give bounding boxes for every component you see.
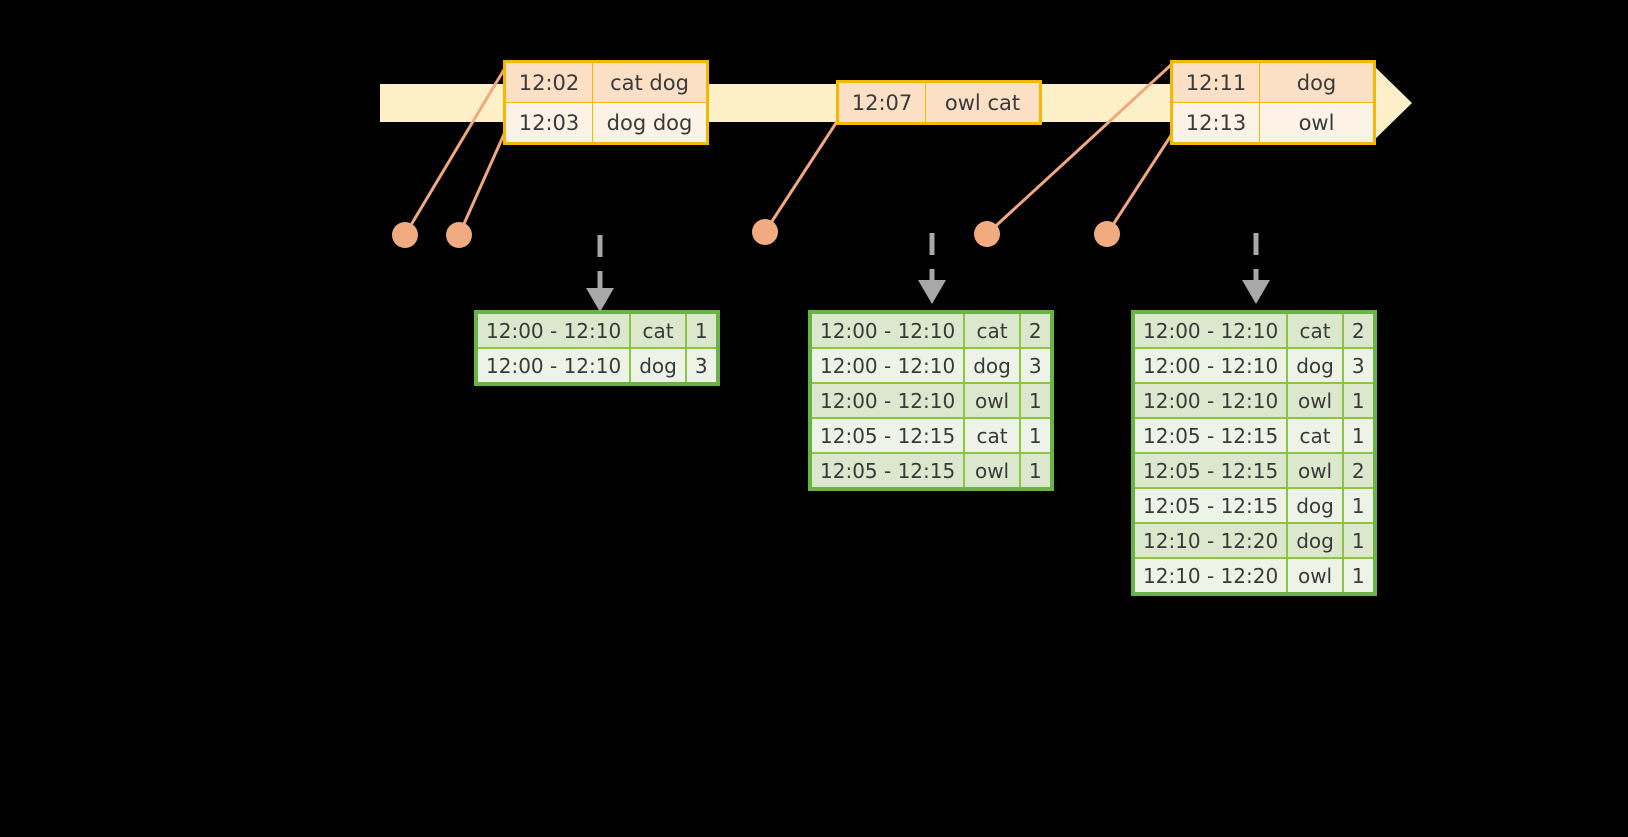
event-dot-1202: [392, 222, 418, 248]
result-window: 12:00 - 12:10: [1131, 311, 1289, 349]
event-time: 12:11: [1171, 61, 1260, 103]
event-dot-1207: [752, 219, 778, 245]
result-count: 1: [1341, 557, 1376, 595]
event-words: dog: [1259, 61, 1375, 103]
result-window: 12:05 - 12:15: [808, 452, 966, 490]
result-window: 12:05 - 12:15: [1131, 487, 1289, 524]
result-key: owl: [1286, 452, 1344, 489]
dashed-arrow-3: [1242, 233, 1270, 304]
result-count: 1: [1018, 417, 1053, 454]
result-count: 3: [684, 347, 719, 385]
event-row: 12:03 dog dog: [504, 102, 708, 144]
event-time: 12:03: [504, 102, 593, 144]
result-count: 1: [1018, 452, 1053, 490]
result-window: 12:00 - 12:10: [1131, 382, 1289, 419]
result-key: cat: [1286, 417, 1344, 454]
result-window: 12:05 - 12:15: [1131, 452, 1289, 489]
event-dot-1211: [974, 221, 1000, 247]
result-key: cat: [963, 311, 1021, 349]
result-count: 2: [1018, 311, 1053, 349]
event-words: owl cat: [925, 81, 1041, 124]
result-window: 12:00 - 12:10: [808, 382, 966, 419]
result-key: dog: [1286, 522, 1344, 559]
result-count: 1: [1341, 382, 1376, 419]
result-key: cat: [1286, 311, 1344, 349]
result-window: 12:00 - 12:10: [808, 347, 966, 384]
result-key: dog: [1286, 487, 1344, 524]
result-count: 3: [1341, 347, 1376, 384]
result-count: 1: [1341, 417, 1376, 454]
result-key: dog: [629, 347, 687, 385]
dashed-arrow-2: [918, 233, 946, 304]
result-count: 1: [1341, 487, 1376, 524]
event-row: 12:13 owl: [1171, 102, 1375, 144]
result-window: 12:10 - 12:20: [1131, 557, 1289, 595]
result-dashed-arrows: [586, 233, 1270, 312]
result-window: 12:00 - 12:10: [1131, 347, 1289, 384]
event-words: owl: [1259, 102, 1375, 144]
result-count: 1: [684, 311, 719, 349]
event-time: 12:13: [1171, 102, 1260, 144]
result-window: 12:05 - 12:15: [1131, 417, 1289, 454]
event-words: cat dog: [592, 61, 708, 103]
dashed-arrow-1: [586, 235, 614, 312]
result-key: dog: [963, 347, 1021, 384]
event-time: 12:07: [837, 81, 926, 124]
result-window: 12:00 - 12:10: [808, 311, 966, 349]
result-key: owl: [963, 452, 1021, 490]
result-key: owl: [1286, 557, 1344, 595]
event-dots-group: [392, 219, 1120, 248]
result-window: 12:10 - 12:20: [1131, 522, 1289, 559]
result-window: 12:00 - 12:10: [474, 311, 632, 349]
event-time: 12:02: [504, 61, 593, 103]
event-box-1: 12:02 cat dog 12:03 dog dog: [503, 60, 709, 145]
result-count: 1: [1341, 522, 1376, 559]
result-key: cat: [963, 417, 1021, 454]
event-dot-1203: [446, 222, 472, 248]
result-count: 2: [1341, 452, 1376, 489]
event-dot-1213: [1094, 221, 1120, 247]
result-count: 1: [1018, 382, 1053, 419]
event-row: 12:02 cat dog: [504, 61, 708, 103]
event-row: 12:11 dog: [1171, 61, 1375, 103]
result-count: 3: [1018, 347, 1053, 384]
result-window: 12:05 - 12:15: [808, 417, 966, 454]
result-key: dog: [1286, 347, 1344, 384]
result-count: 2: [1341, 311, 1376, 349]
event-row: 12:07 owl cat: [837, 81, 1041, 124]
result-key: owl: [1286, 382, 1344, 419]
event-words: dog dog: [592, 102, 708, 144]
result-key: cat: [629, 311, 687, 349]
event-box-3: 12:11 dog 12:13 owl: [1170, 60, 1376, 145]
result-window: 12:00 - 12:10: [474, 347, 632, 385]
event-box-2: 12:07 owl cat: [836, 80, 1042, 125]
result-key: owl: [963, 382, 1021, 419]
